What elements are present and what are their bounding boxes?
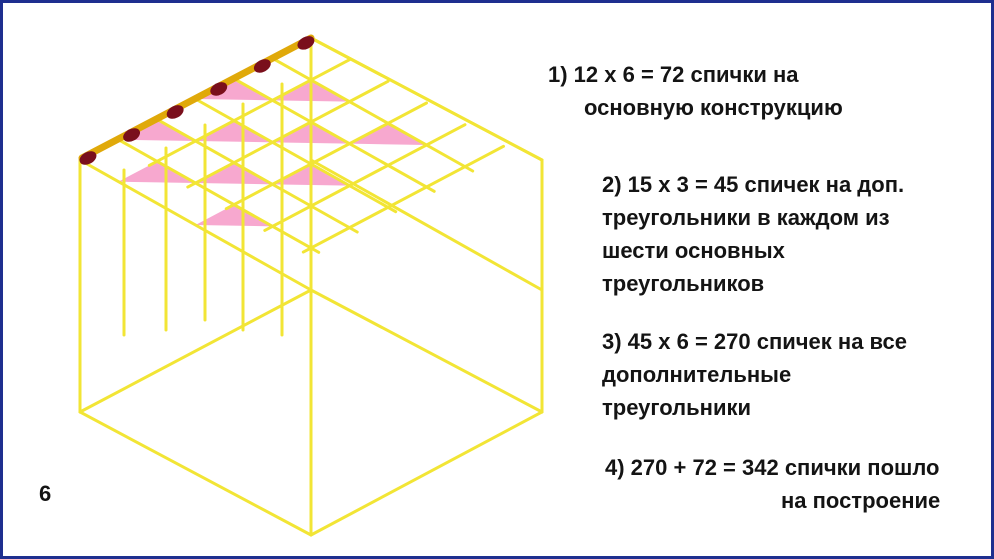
cube-edge-right-diagonal xyxy=(309,158,544,292)
step-2-line-4: треугольников xyxy=(602,271,765,296)
step-2-line-2: треугольники в каждом из xyxy=(602,205,890,230)
step-3-line-3: треугольники xyxy=(602,395,752,420)
step-3: 3) 45 х 6 = 270 спичек на все дополнитель… xyxy=(602,325,907,424)
step-2-line-1: 2) 15 х 3 = 45 спичек на доп. xyxy=(602,172,905,197)
vertical-matches xyxy=(122,82,284,337)
pink-triangle xyxy=(195,120,273,143)
grid-line xyxy=(155,117,359,234)
step-1-line-2: основную конструкцию xyxy=(584,95,843,120)
cube-edge-back-right xyxy=(309,288,544,414)
match-head xyxy=(297,36,315,50)
grid-line xyxy=(224,101,428,211)
match-head xyxy=(79,151,97,165)
pink-triangle xyxy=(349,123,427,145)
cube-wireframe xyxy=(78,36,544,537)
match-row xyxy=(78,34,315,165)
step-1-line-1: 1) 12 х 6 = 72 спички на xyxy=(548,62,799,87)
step-4-line-1: 4) 270 + 72 = 342 спички пошло xyxy=(605,455,940,480)
grid-line xyxy=(271,56,475,173)
step-4-line-2: на построение xyxy=(781,488,941,513)
match-head xyxy=(253,59,271,73)
grid-line xyxy=(147,58,351,167)
step-2-line-3: шести основных xyxy=(602,238,785,263)
grid-line xyxy=(263,123,467,232)
grid-line xyxy=(232,77,436,193)
step-2: 2) 15 х 3 = 45 спичек на доп. треугольник… xyxy=(602,168,904,300)
cube-edge-top-diagonal xyxy=(78,158,313,292)
figure-number: 6 xyxy=(39,481,52,506)
triangle-grid-lines xyxy=(117,56,505,254)
step-3-line-1: 3) 45 х 6 = 270 спичек на все xyxy=(602,329,907,354)
match-head xyxy=(210,82,228,96)
match-head xyxy=(123,128,141,142)
match-head xyxy=(166,105,184,119)
pink-triangle xyxy=(195,162,273,185)
pink-triangle xyxy=(118,161,196,183)
grid-line xyxy=(301,144,505,254)
cube-edge-back-left xyxy=(78,288,313,414)
match-stick xyxy=(78,34,315,162)
step-3-line-2: дополнительные xyxy=(602,362,792,387)
step-1: 1) 12 х 6 = 72 спички на основную констру… xyxy=(548,58,843,124)
grid-line xyxy=(117,138,321,254)
step-4: 4) 270 + 72 = 342 спички пошло на построе… xyxy=(605,451,940,517)
grid-line xyxy=(186,79,390,189)
pink-triangle xyxy=(195,204,273,227)
grid-line xyxy=(194,97,398,214)
